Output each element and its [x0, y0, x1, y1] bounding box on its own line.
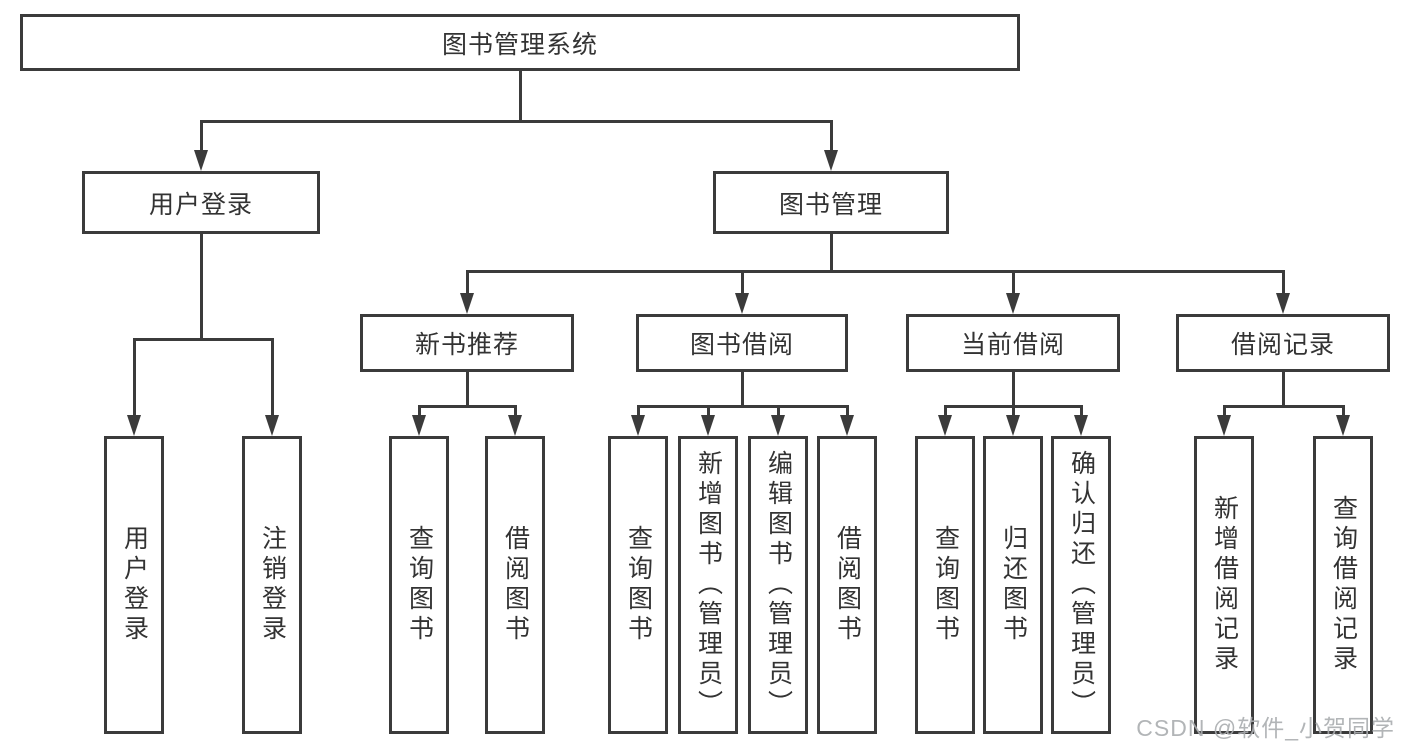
leaf-borrow-query: 查询图书 — [608, 436, 668, 734]
connector-line — [1223, 405, 1226, 419]
connector-line — [1012, 372, 1015, 408]
connector-line — [519, 71, 522, 123]
node-current-borrow-label: 当前借阅 — [960, 331, 1065, 359]
connector-line — [1223, 405, 1344, 408]
connector-line — [1342, 405, 1345, 419]
leaf-logout-label: 注销登录 — [258, 525, 287, 645]
arrow-down-icon — [631, 415, 645, 436]
leaf-records-query-label: 查询借阅记录 — [1329, 495, 1358, 675]
leaf-borrow-query-label: 查询图书 — [624, 525, 653, 645]
leaf-records-query: 查询借阅记录 — [1313, 436, 1373, 734]
arrow-down-icon — [265, 415, 279, 436]
leaf-newbook-query: 查询图书 — [389, 436, 449, 734]
arrow-down-icon — [412, 415, 426, 436]
leaf-borrow-edit-admin-label: 编辑图书（管理员） — [764, 450, 793, 720]
arrow-down-icon — [938, 415, 952, 436]
leaf-newbook-borrow: 借阅图书 — [485, 436, 545, 734]
arrow-down-icon — [840, 415, 854, 436]
connector-line — [200, 234, 203, 341]
node-new-book-recommend-label: 新书推荐 — [414, 331, 519, 359]
node-root: 图书管理系统 — [20, 14, 1020, 71]
connector-line — [133, 338, 273, 341]
connector-line — [637, 405, 640, 419]
connector-line — [741, 270, 744, 296]
leaf-borrow-borrow-label: 借阅图书 — [833, 525, 862, 645]
connector-line — [1282, 270, 1285, 296]
arrow-down-icon — [1006, 415, 1020, 436]
connector-line — [741, 372, 744, 408]
connector-line — [466, 270, 1284, 273]
leaf-user-login: 用户登录 — [104, 436, 164, 734]
leaf-records-add: 新增借阅记录 — [1194, 436, 1254, 734]
connector-line — [418, 405, 517, 408]
connector-line — [777, 405, 780, 419]
leaf-current-confirm-admin-label: 确认归还（管理员） — [1067, 450, 1096, 720]
node-user-login-label: 用户登录 — [148, 190, 253, 219]
arrow-down-icon — [1217, 415, 1231, 436]
leaf-newbook-query-label: 查询图书 — [405, 525, 434, 645]
connector-line — [1012, 270, 1015, 296]
connector-line — [637, 405, 848, 408]
node-book-management: 图书管理 — [713, 171, 949, 234]
leaf-logout: 注销登录 — [242, 436, 302, 734]
connector-line — [1012, 405, 1015, 419]
node-book-management-label: 图书管理 — [778, 190, 883, 219]
arrow-down-icon — [1276, 293, 1290, 314]
arrow-down-icon — [735, 293, 749, 314]
connector-line — [944, 405, 947, 419]
connector-line — [830, 120, 833, 152]
connector-line — [466, 372, 469, 408]
connector-line — [200, 120, 203, 152]
csdn-watermark: CSDN @软件_小贺同学 — [1136, 715, 1395, 741]
arrow-down-icon — [701, 415, 715, 436]
node-book-borrow: 图书借阅 — [636, 314, 848, 372]
arrow-down-icon — [508, 415, 522, 436]
connector-line — [1080, 405, 1083, 419]
connector-line — [200, 120, 832, 123]
connector-line — [271, 338, 274, 418]
node-root-label: 图书管理系统 — [441, 30, 598, 59]
leaf-current-query-label: 查询图书 — [931, 525, 960, 645]
leaf-current-confirm-admin: 确认归还（管理员） — [1051, 436, 1111, 734]
node-user-login: 用户登录 — [82, 171, 320, 234]
node-book-borrow-label: 图书借阅 — [689, 331, 794, 359]
leaf-current-query: 查询图书 — [915, 436, 975, 734]
arrow-down-icon — [1074, 415, 1088, 436]
node-current-borrow: 当前借阅 — [906, 314, 1120, 372]
node-new-book-recommend: 新书推荐 — [360, 314, 574, 372]
leaf-newbook-borrow-label: 借阅图书 — [501, 525, 530, 645]
leaf-borrow-add-admin: 新增图书（管理员） — [678, 436, 738, 734]
leaf-current-return-label: 归还图书 — [999, 525, 1028, 645]
leaf-user-login-label: 用户登录 — [120, 525, 149, 645]
connector-line — [707, 405, 710, 419]
arrow-down-icon — [771, 415, 785, 436]
arrow-down-icon — [194, 150, 208, 171]
leaf-records-add-label: 新增借阅记录 — [1210, 495, 1239, 675]
arrow-down-icon — [460, 293, 474, 314]
leaf-borrow-add-admin-label: 新增图书（管理员） — [694, 450, 723, 720]
leaf-borrow-borrow: 借阅图书 — [817, 436, 877, 734]
node-borrow-records: 借阅记录 — [1176, 314, 1390, 372]
leaf-current-return: 归还图书 — [983, 436, 1043, 734]
arrow-down-icon — [1006, 293, 1020, 314]
connector-line — [830, 234, 833, 273]
connector-line — [846, 405, 849, 419]
connector-line — [133, 338, 136, 418]
arrow-down-icon — [1336, 415, 1350, 436]
arrow-down-icon — [824, 150, 838, 171]
connector-line — [466, 270, 469, 296]
connector-line — [514, 405, 517, 419]
connector-line — [418, 405, 421, 419]
connector-line — [1282, 372, 1285, 408]
arrow-down-icon — [127, 415, 141, 436]
node-borrow-records-label: 借阅记录 — [1230, 331, 1335, 359]
leaf-borrow-edit-admin: 编辑图书（管理员） — [748, 436, 808, 734]
